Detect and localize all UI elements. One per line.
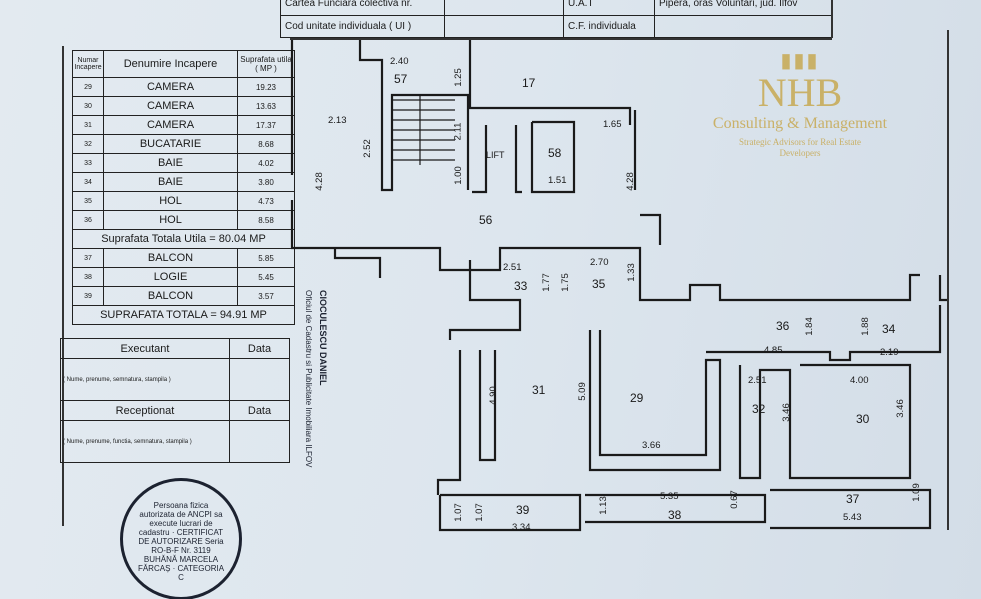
dimension-label: 1.77 — [540, 273, 552, 292]
room-label: 36 — [776, 319, 790, 333]
dimension-label: 2.11 — [452, 122, 464, 141]
watermark-logo: NHB — [757, 70, 843, 115]
dimension-label: 5.43 — [843, 512, 862, 523]
room-label: 17 — [522, 76, 536, 90]
room-label: 57 — [394, 72, 408, 86]
receptionat-hint: ( Nume, prenume, functia, semnatura, sta… — [60, 420, 230, 463]
dimension-label: 0.67 — [728, 490, 740, 509]
dimension-label: 4.00 — [850, 375, 869, 386]
page-border — [947, 30, 949, 530]
watermark-building-icon: ▮▮▮ — [780, 50, 820, 72]
dimension-label: 3.34 — [512, 522, 531, 533]
receptionat-label: Receptionat — [60, 400, 230, 421]
watermark: ▮▮▮ NHB Consulting & Management Strategi… — [680, 50, 920, 159]
dimension-label: 2.13 — [328, 115, 347, 126]
room-label: 56 — [479, 213, 493, 227]
total: SUPRAFATA TOTALA = 94.91 MP — [72, 305, 295, 325]
dimension-label: 1.88 — [859, 317, 871, 336]
dimension-label: 2.19 — [880, 347, 899, 358]
dimension-label: 3.66 — [642, 440, 661, 451]
dimension-label: 1.00 — [452, 166, 464, 185]
dimension-label: 5.09 — [576, 382, 588, 401]
room-name: BAIE — [103, 153, 238, 173]
dimension-label: 5.35 — [660, 491, 679, 502]
ui-code-label: Cod unitate individuala ( UI ) — [280, 14, 445, 38]
dimension-label: 1.07 — [452, 503, 464, 522]
dimension-label: 1.65 — [603, 119, 622, 130]
room-name: BUCATARIE — [103, 134, 238, 154]
dimension-label: 4.90 — [487, 386, 499, 405]
dimension-label: 2.52 — [361, 139, 373, 158]
room-label: LIFT — [486, 150, 505, 160]
dimension-label: 1.07 — [473, 503, 485, 522]
dimension-label: 1.13 — [597, 496, 609, 515]
dimension-label: 4.28 — [624, 172, 636, 191]
dimension-label: 2.51 — [503, 262, 522, 273]
dimension-label: 1.33 — [625, 263, 637, 282]
dimension-label: 1.51 — [548, 175, 567, 186]
dimension-label: 2.40 — [390, 56, 409, 67]
page-border — [831, 0, 833, 38]
room-label: 38 — [668, 508, 682, 522]
page-border — [62, 46, 64, 526]
room-label: 32 — [752, 402, 766, 416]
page-border — [290, 38, 832, 40]
room-label: 31 — [532, 383, 546, 397]
room-name: CAMERA — [103, 96, 238, 116]
dimension-label: 1.09 — [910, 483, 922, 502]
room-label: 30 — [856, 412, 870, 426]
dimension-label: 1.25 — [452, 68, 464, 87]
authorization-stamp: Persoana fizica autorizata de ANCPI sa e… — [120, 478, 242, 599]
room-label: 37 — [846, 492, 860, 506]
dimension-label: 4.85 — [764, 345, 783, 356]
dimension-label: 4.28 — [313, 172, 325, 191]
dimension-label: 3.46 — [894, 399, 906, 418]
data-label: Data — [229, 338, 290, 359]
room-label: 34 — [882, 322, 896, 336]
dimension-label: 3.46 — [780, 403, 792, 422]
dimension-label: 2.51 — [748, 375, 767, 386]
watermark-line2: Strategic Advisors for Real Estate Devel… — [739, 137, 861, 158]
room-label: 29 — [630, 391, 644, 405]
dimension-label: 1.84 — [803, 317, 815, 336]
room-area: 4.02 — [237, 153, 295, 173]
room-label: 39 — [516, 503, 530, 517]
col-area: Suprafata utila ( MP ) — [237, 50, 295, 78]
cf-individuala-label: C.F. individuala — [563, 14, 655, 38]
room-label: 58 — [548, 146, 562, 160]
stamp-text: Persoana fizica autorizata de ANCPI sa e… — [137, 501, 225, 582]
col-name: Denumire Incapere — [103, 50, 238, 78]
room-label: 35 — [592, 277, 606, 291]
dimension-label: 1.75 — [559, 273, 571, 292]
room-label: 33 — [514, 279, 528, 293]
watermark-line1: Consulting & Management — [712, 115, 888, 132]
dimension-label: 2.70 — [590, 257, 609, 268]
